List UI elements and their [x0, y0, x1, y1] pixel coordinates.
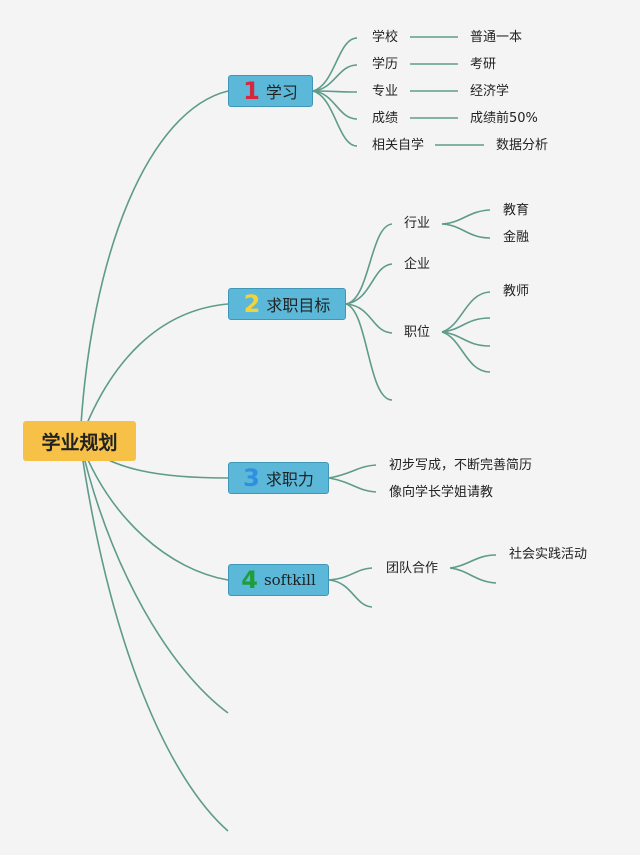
branch-ask-seniors[interactable]: 像向学长学姐请教: [389, 485, 494, 500]
leaf-finance[interactable]: 金融: [503, 230, 530, 245]
branch-grades[interactable]: 成绩: [372, 111, 399, 126]
topic-study[interactable]: 1 学习: [228, 75, 313, 107]
connector-t3-item2: [328, 477, 377, 493]
leaf-school-value[interactable]: 普通一本: [470, 30, 523, 45]
connector-t1-item1: [312, 37, 358, 92]
topic-soft-skills[interactable]: 4 softkill: [228, 564, 329, 596]
connector-t2-position-c3: [441, 331, 491, 347]
connector-root-empty2: [79, 440, 229, 832]
connector-t3-item1: [328, 464, 377, 479]
branch-degree[interactable]: 学历: [372, 57, 399, 72]
connector-t2-position-c2: [441, 317, 491, 333]
leaf-teacher[interactable]: 教师: [503, 284, 530, 299]
root-label: 学业规划: [41, 431, 118, 454]
topic-label: 求职力: [265, 470, 314, 489]
topic-job-goal[interactable]: 2 求职目标: [228, 288, 346, 320]
connector-t1-item2: [312, 64, 358, 92]
branch-position[interactable]: 职位: [404, 325, 431, 340]
topic-label: softkill: [263, 571, 316, 589]
connector-t2-position-c4: [441, 331, 491, 373]
connector-t4-item2: [328, 579, 373, 608]
root-node[interactable]: 学业规划: [23, 421, 136, 461]
leaf-grades-value[interactable]: 成绩前50%: [470, 111, 538, 126]
topic-number-4: 4: [241, 566, 258, 594]
connector-t2-item2: [345, 263, 393, 305]
connector-root-topic2: [79, 303, 229, 442]
leaf-degree-value[interactable]: 考研: [470, 57, 497, 72]
topic-label: 学习: [265, 83, 298, 102]
connector-t4-item1: [328, 567, 373, 581]
topic-number-1: 1: [243, 77, 260, 105]
connector-t4-team-c1: [449, 554, 497, 569]
connector-t1-item5: [312, 90, 358, 147]
branch-industry[interactable]: 行业: [404, 216, 431, 231]
connector-t2-item1: [345, 223, 393, 305]
connector-root-empty1: [79, 440, 229, 714]
connector-t1-item4: [312, 90, 358, 120]
topic-number-3: 3: [243, 464, 260, 492]
connector-t4-team-c2: [449, 567, 497, 584]
connector-t2-item3: [345, 303, 393, 334]
branch-company[interactable]: 企业: [404, 257, 431, 272]
branch-school[interactable]: 学校: [372, 30, 399, 45]
leaf-education[interactable]: 教育: [503, 203, 530, 218]
topic-label: 求职目标: [266, 296, 331, 315]
branch-resume[interactable]: 初步写成，不断完善简历: [389, 458, 533, 473]
connector-t1-item3: [312, 90, 358, 93]
connector-t2-item4: [345, 303, 393, 401]
connector-root-topic1: [79, 90, 229, 442]
topic-number-2: 2: [243, 290, 261, 318]
branch-teamwork[interactable]: 团队合作: [386, 561, 439, 576]
leaf-self-study-value[interactable]: 数据分析: [496, 138, 549, 153]
connector-t2-industry-c1: [441, 209, 491, 225]
topic-job-ability[interactable]: 3 求职力: [228, 462, 329, 494]
leaf-major-value[interactable]: 经济学: [470, 84, 510, 99]
connector-t2-industry-c2: [441, 223, 491, 239]
leaf-social-practice[interactable]: 社会实践活动: [509, 547, 588, 562]
branch-major[interactable]: 专业: [372, 84, 399, 99]
branch-self-study[interactable]: 相关自学: [372, 138, 425, 153]
connector-t2-position-c1: [441, 291, 491, 333]
connector-root-topic4: [79, 440, 229, 581]
